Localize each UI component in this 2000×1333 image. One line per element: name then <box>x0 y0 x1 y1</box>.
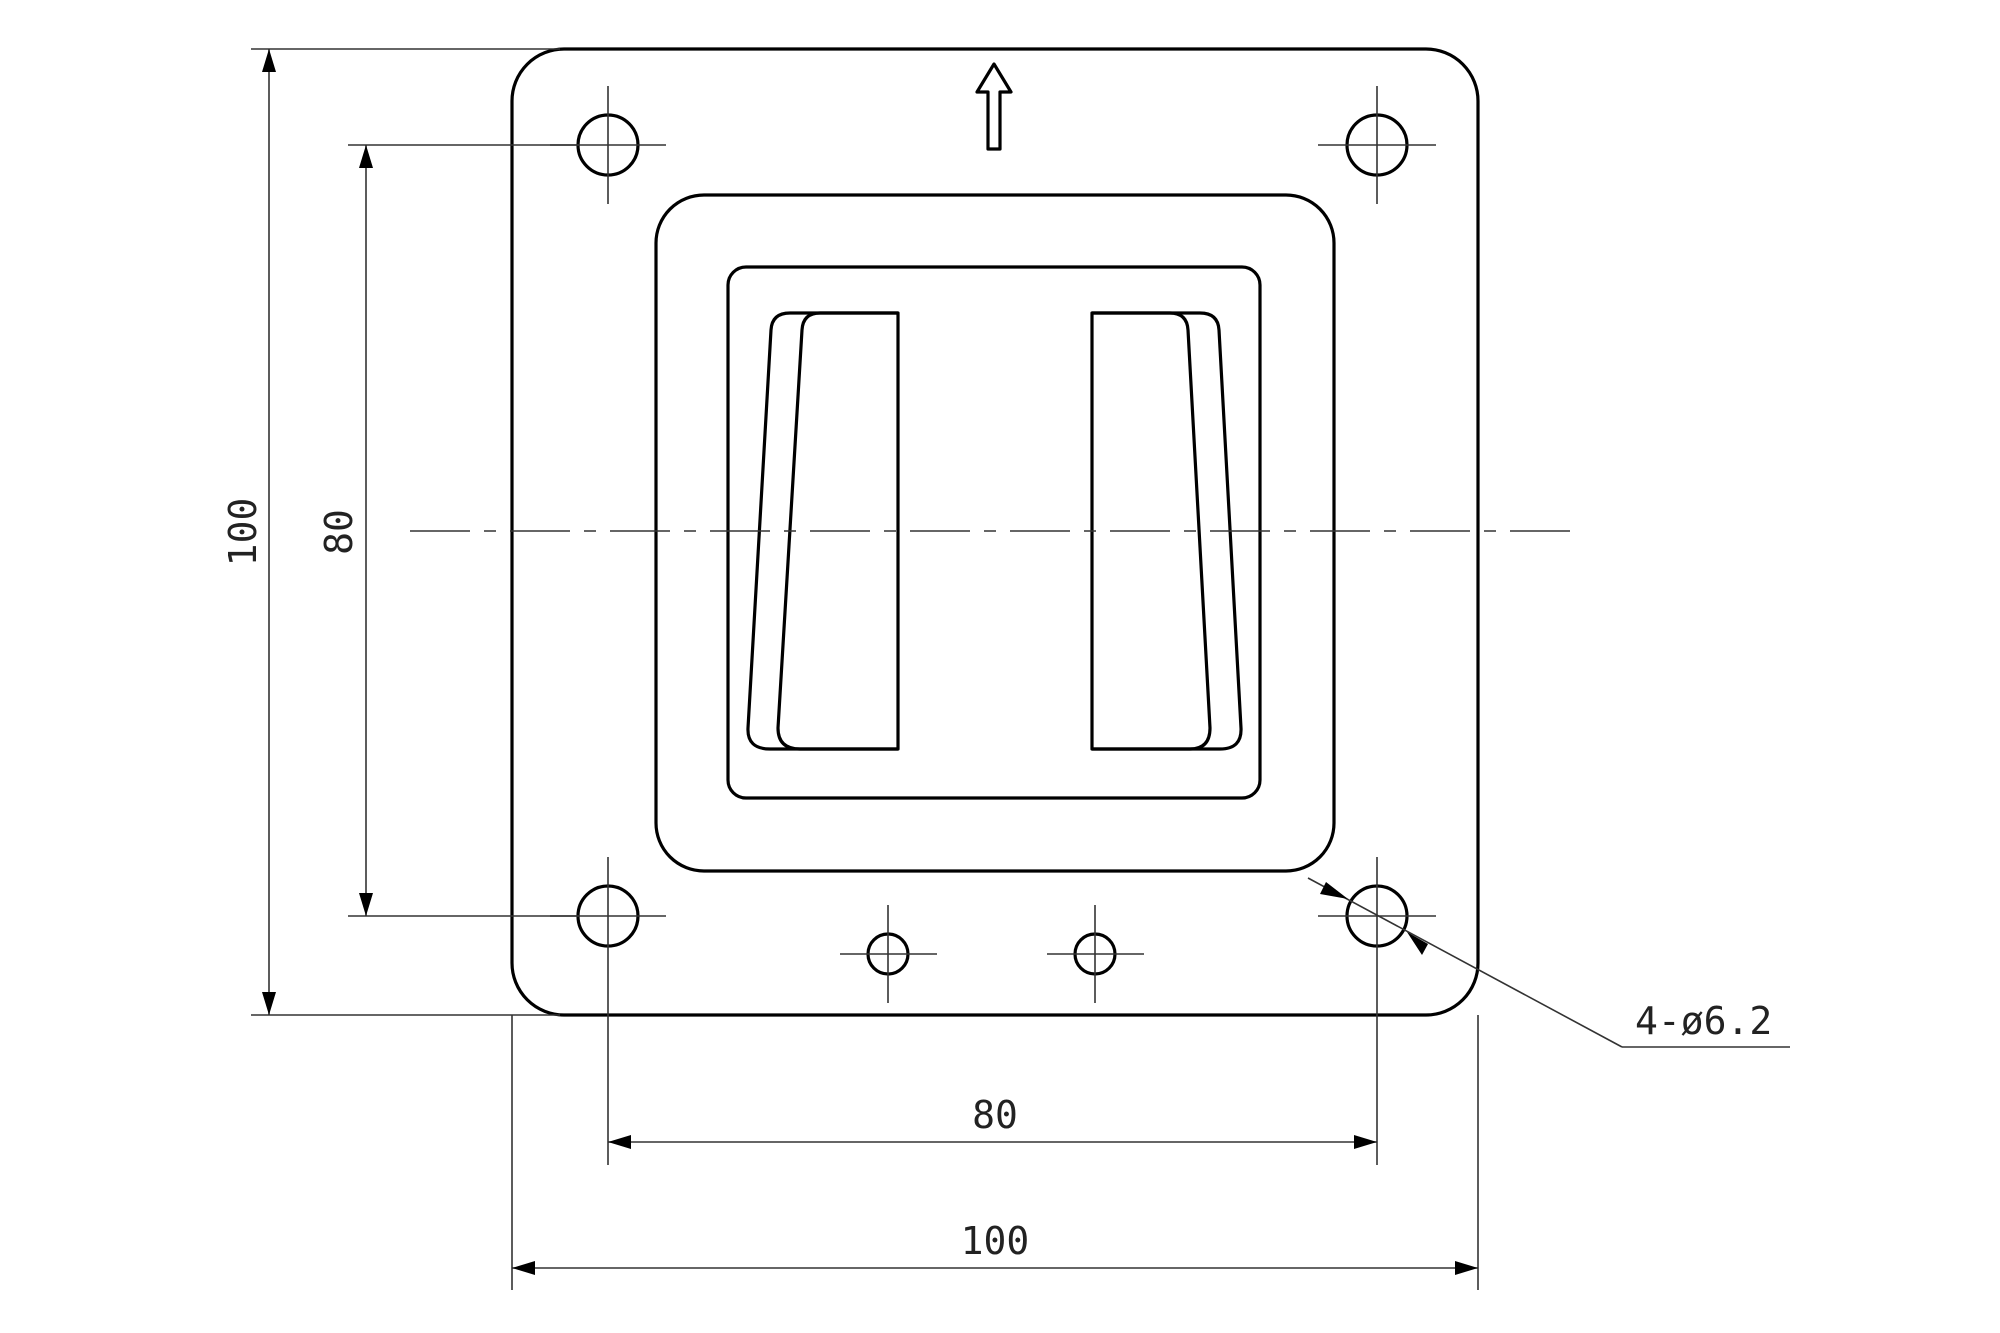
dimension-width-100 <box>511 1015 1479 1290</box>
outer-plate-outline <box>510 47 1480 1017</box>
inner-frame-outline <box>726 265 1262 800</box>
right-slot-outer <box>1092 311 1243 751</box>
hole-callout-leader <box>1307 877 1790 1048</box>
mounting-hole-bottom-left <box>550 857 666 1165</box>
dimension-height-80 <box>348 144 580 917</box>
dim-label-height-80: 80 <box>317 509 361 555</box>
hole-callout-label: 4-ø6.2 <box>1635 999 1772 1043</box>
small-hole-left <box>840 905 937 1003</box>
dim-label-height-100: 100 <box>221 498 265 567</box>
left-slot-inner <box>776 311 900 751</box>
right-slot-inner <box>1090 311 1212 751</box>
dimension-height-100 <box>251 48 560 1016</box>
recess-frame-outline <box>654 193 1336 873</box>
mounting-hole-top-right <box>1318 86 1436 204</box>
dim-label-width-80: 80 <box>972 1093 1018 1137</box>
small-hole-right <box>1047 905 1144 1003</box>
mounting-hole-bottom-right <box>1318 857 1436 1165</box>
dim-label-width-100: 100 <box>961 1219 1030 1263</box>
up-arrow-icon <box>975 62 1013 151</box>
dimension-width-80 <box>608 1135 1377 1149</box>
left-slot-outer <box>746 311 898 751</box>
